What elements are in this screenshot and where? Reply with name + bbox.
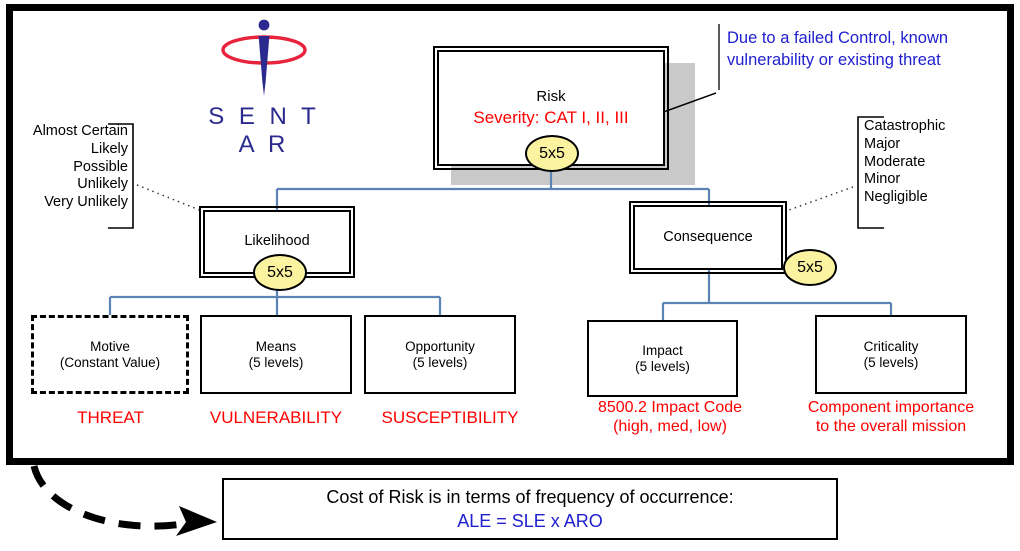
likelihood-level-item: Almost Certain	[32, 123, 128, 139]
likelihood-levels-list: Almost Certain Likely Possible Unlikely …	[10, 123, 128, 212]
consequence-matrix-badge: 5x5	[783, 249, 837, 286]
caption-impact-line1: 8500.2 Impact Code	[597, 399, 743, 416]
node-means[interactable]: Means (5 levels)	[200, 315, 352, 394]
node-motive[interactable]: Motive (Constant Value)	[31, 315, 189, 394]
likelihood-level-item: Very Unlikely	[44, 194, 128, 211]
consequence-level-item: Major	[864, 135, 901, 152]
consequence-level-item: Negligible	[864, 189, 928, 206]
caption-vulnerability: VULNERABILITY	[209, 408, 343, 427]
node-opportunity-line1: Opportunity	[405, 338, 475, 354]
node-consequence[interactable]: Consequence	[629, 201, 787, 274]
caption-criticality: Component importance to the overall miss…	[780, 399, 1002, 437]
caption-criticality-line2: to the overall mission	[815, 417, 967, 435]
consequence-level-item: Moderate	[864, 153, 926, 170]
risk-matrix-badge: 5x5	[525, 135, 579, 172]
caption-impact: 8500.2 Impact Code (high, med, low)	[570, 399, 770, 437]
node-means-line2: (5 levels)	[248, 354, 304, 370]
node-risk-severity: Severity: CAT I, II, III	[473, 108, 629, 128]
cost-note-formula: ALE = SLE x ARO	[457, 511, 603, 531]
sentar-logo-wordmark: S E N T A R	[208, 103, 320, 158]
likelihood-matrix-badge: 5x5	[253, 254, 307, 291]
caption-susceptibility: SUSCEPTIBILITY	[381, 408, 519, 427]
node-risk[interactable]: Risk Severity: CAT I, II, III	[433, 46, 669, 170]
node-opportunity-line2: (5 levels)	[412, 354, 468, 370]
node-impact-line2: (5 levels)	[635, 358, 690, 374]
caption-threat: THREAT	[77, 408, 144, 427]
node-criticality-line1: Criticality	[863, 338, 919, 354]
likelihood-level-item: Unlikely	[77, 176, 128, 193]
consequence-level-item: Catastrophic	[864, 118, 946, 134]
consequence-levels-list: Catastrophic Major Moderate Minor Neglig…	[864, 118, 974, 207]
callout-note: Due to a failed Control, known vulnerabi…	[727, 29, 949, 69]
dashed-curve-arrow	[30, 464, 217, 536]
caption-impact-line2: (high, med, low)	[613, 417, 727, 435]
node-likelihood[interactable]: Likelihood	[199, 206, 355, 278]
node-impact-line1: Impact	[642, 342, 683, 358]
node-criticality[interactable]: Criticality (5 levels)	[815, 315, 967, 394]
node-motive-line2: (Constant Value)	[59, 354, 161, 370]
node-likelihood-title: Likelihood	[244, 233, 310, 250]
node-risk-title: Risk	[536, 87, 566, 105]
likelihood-level-item: Likely	[90, 140, 128, 157]
node-opportunity[interactable]: Opportunity (5 levels)	[364, 315, 516, 394]
cost-of-risk-note[interactable]: Cost of Risk is in terms of frequency of…	[222, 478, 838, 540]
node-impact[interactable]: Impact (5 levels)	[587, 320, 738, 397]
node-motive-line1: Motive	[90, 338, 130, 354]
cost-note-line1: Cost of Risk is in terms of frequency of…	[326, 486, 734, 507]
likelihood-level-item: Possible	[73, 158, 128, 175]
node-criticality-line2: (5 levels)	[863, 354, 919, 370]
caption-criticality-line1: Component importance	[807, 399, 975, 416]
consequence-level-item: Minor	[864, 171, 901, 188]
node-means-line1: Means	[255, 338, 297, 354]
node-consequence-title: Consequence	[663, 228, 753, 245]
